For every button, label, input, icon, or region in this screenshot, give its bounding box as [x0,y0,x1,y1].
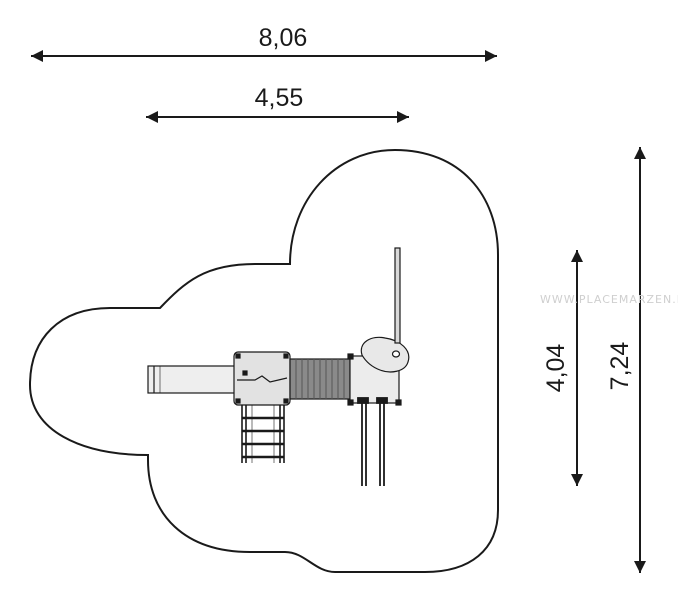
tower-platform-left [233,351,291,406]
dimension-label-overall-depth: 7,24 [606,342,634,391]
crawl-tunnel-icon [289,358,351,400]
ladder-icon [241,405,285,463]
dimension-label-equipment-width: 4,55 [255,84,304,112]
slide-icon [147,365,238,394]
safety-zone-outline [28,148,499,573]
fireman-pole-icon [394,247,401,344]
roof-canopy-icon [360,336,410,373]
dimension-label-equipment-depth: 4,04 [542,344,570,393]
roof-hole-icon [391,350,401,358]
climbing-bars-icon [357,397,388,486]
watermark-text: WWW.PLACEMARZEN.PL [540,293,678,306]
playground-equipment [147,247,410,486]
dimension-label-overall-width: 8,06 [259,24,308,52]
